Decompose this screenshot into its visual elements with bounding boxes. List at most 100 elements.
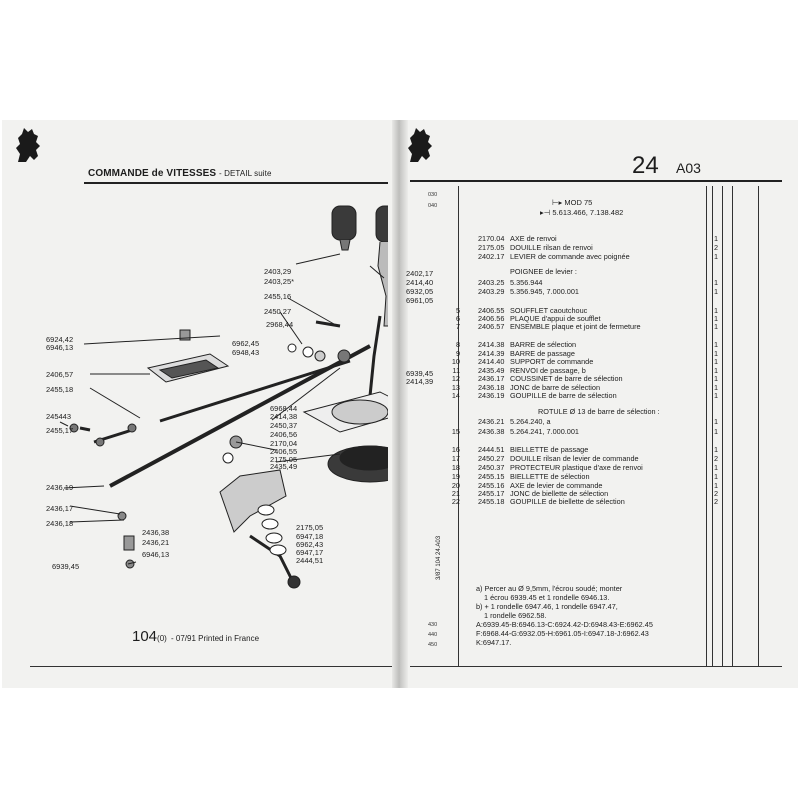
part-description: GOUPILLE de biellette de sélection [510,497,625,506]
part-quantity: 1 [714,252,719,261]
mod-label: ⊢▸ MOD 75 [552,198,593,207]
callout-label: 6932,05 [406,287,434,296]
part-reference: 2436.21 [478,417,505,426]
part-description: POIGNEE de levier : [510,267,577,276]
callout-label: 6962,45 [232,339,260,348]
header-rule [410,180,782,182]
row-number: 15 [451,427,460,436]
part-quantity: 2 [714,497,719,506]
part-description: AXE de renvoi [510,234,557,243]
note-line: F:6968.44-G:6932.05-H:6961.05-I:6947.18-… [476,629,649,638]
part-description: BIELLETTE de passage [510,445,589,454]
part-description: BARRE de sélection [510,340,577,349]
vertical-reference: 3/87 104 24.A03 [436,535,442,580]
page-number-text: 104 [132,628,158,645]
section-title: COMMANDE de VITESSES - DETAIL suite [88,168,272,179]
callout-label: 6961,05 [406,296,434,305]
gear-knob [375,205,388,243]
part-quantity: 1 [714,427,719,436]
part-row: 2455.18 GOUPILLE de biellette de sélectio… [478,498,625,506]
callout-label: 2175,05 [270,455,298,464]
part-row: 2170.04 AXE de renvoi [478,235,557,243]
part-description: DOUILLE rilsan de levier de commande [510,454,639,463]
row-number: 20 [451,481,460,490]
callout-label: 6946,13 [46,343,74,352]
part-row: POIGNEE de levier : [510,268,577,276]
callout-label: 6968,44 [270,404,298,413]
callout-label: 2414,38 [270,412,298,421]
part-quantity: 1 [714,417,719,426]
row-number: 17 [451,454,460,463]
footer-rule [30,666,392,667]
part-quantity: 2 [714,243,719,252]
part-description: SOUFFLET caoutchouc [510,306,588,315]
part-quantity: 1 [714,481,719,490]
callout-label: 2402,17 [406,269,434,278]
part-quantity: 1 [714,340,719,349]
print-info: - 07/91 Printed in France [170,634,260,643]
section-subtitle: - DETAIL suite [219,169,272,178]
part-row: 2450.27 DOUILLE rilsan de levier de comma… [478,455,639,463]
page-number: 104(0) - 07/91 Printed in France [132,628,259,645]
table-column-line [722,186,723,666]
callout-label: 2414,39 [406,377,434,386]
exploded-view-diagram [59,205,388,589]
callout-label: 2455,17 [46,426,74,435]
part-row: ROTULE Ø 13 de barre de sélection : [538,408,660,416]
part-description: JONC de barre de sélection [510,383,601,392]
callout-label: 2436,17 [46,504,74,513]
part-description: 5.264.240, a [510,417,551,426]
margin-code: 040 [428,203,438,209]
part-reference: 2444.51 [478,445,505,454]
part-reference: 2414.40 [478,357,505,366]
part-description: 5.264.241, 7.000.001 [510,427,579,436]
peugeot-lion-logo [408,128,432,162]
part-quantity: 1 [714,472,719,481]
table-column-line [458,186,459,666]
footer-rule [410,666,782,667]
part-reference: 2436.18 [478,383,505,392]
mod-refs: ▸⊣ 5.613.466, 7.138.482 [540,208,624,217]
callout-label: 2406,57 [46,370,74,379]
part-quantity: 2 [714,454,719,463]
peugeot-lion-logo [16,128,40,162]
part-reference: 2450.27 [478,454,505,463]
part-description: RENVOI de passage, b [510,366,586,375]
margin-code: 430 [428,622,438,628]
part-description: COUSSINET de barre de sélection [510,374,623,383]
part-reference: 2406.56 [478,314,505,323]
part-reference: 2435.49 [478,366,505,375]
table-column-line [706,186,707,666]
page-suffix: (0) [157,634,167,643]
part-reference: 2455.16 [478,481,505,490]
table-column-line [712,186,713,666]
callout-label: 2436,18 [46,519,74,528]
callout-label: 6962,43 [296,540,324,549]
part-reference: 2406.55 [478,306,505,315]
part-description: 5.356.944 [510,278,543,287]
part-description: PLAQUE d'appui de soufflet [510,314,601,323]
part-reference: 2170.04 [478,234,505,243]
callout-label: 6939,45 [406,369,434,378]
part-reference: 2414.39 [478,349,505,358]
row-number: 21 [451,489,460,498]
part-quantity: 1 [714,314,719,323]
callout-label: 6947,18 [296,532,324,541]
callout-label: 2403,25* [264,277,295,286]
book-gutter [392,120,408,688]
callout-label: 2414,40 [406,278,434,287]
part-reference: 2403.29 [478,287,505,296]
margin-code: 450 [428,642,438,648]
row-number: 19 [451,472,460,481]
part-reference: 2455.18 [478,497,505,506]
